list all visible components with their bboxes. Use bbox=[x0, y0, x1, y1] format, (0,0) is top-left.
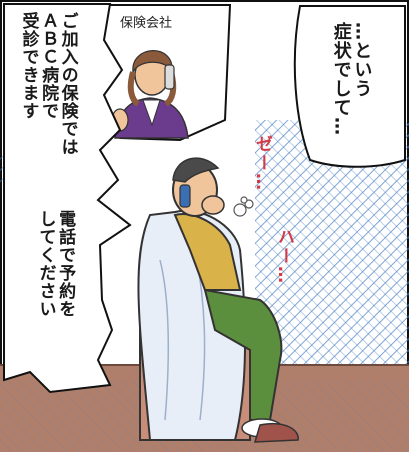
sfx-breath-2: ハー… bbox=[274, 228, 294, 285]
speech-left-top-line-3: 受診できます bbox=[18, 12, 39, 120]
phone-man bbox=[179, 184, 191, 208]
speech-left-top-line-1: ご加入の保険では bbox=[57, 12, 78, 156]
speech-left-bottom: 電話で予約を してください bbox=[35, 210, 76, 318]
speech-right-line-1: …という bbox=[351, 22, 373, 98]
company-label: 保険会社 bbox=[120, 16, 173, 31]
speech-left-top: ご加入の保険では ＡＢＣ病院で 受診できます bbox=[18, 12, 78, 156]
man-hair bbox=[172, 157, 220, 183]
speech-right-line-2: 症状でして… bbox=[330, 22, 352, 136]
phone-caller bbox=[164, 64, 175, 90]
speech-left-bottom-line-2: してください bbox=[35, 210, 56, 318]
man-pants bbox=[203, 288, 283, 421]
sfx-breath-1: ゼー… bbox=[252, 135, 272, 192]
bubble-right bbox=[293, 5, 406, 168]
speech-left-bottom-line-1: 電話で予約を bbox=[55, 210, 76, 318]
slipper bbox=[253, 423, 299, 443]
speech-right: …という 症状でして… bbox=[330, 22, 373, 136]
speech-left-top-line-2: ＡＢＣ病院で bbox=[38, 12, 59, 120]
bubble-left bbox=[3, 3, 132, 394]
